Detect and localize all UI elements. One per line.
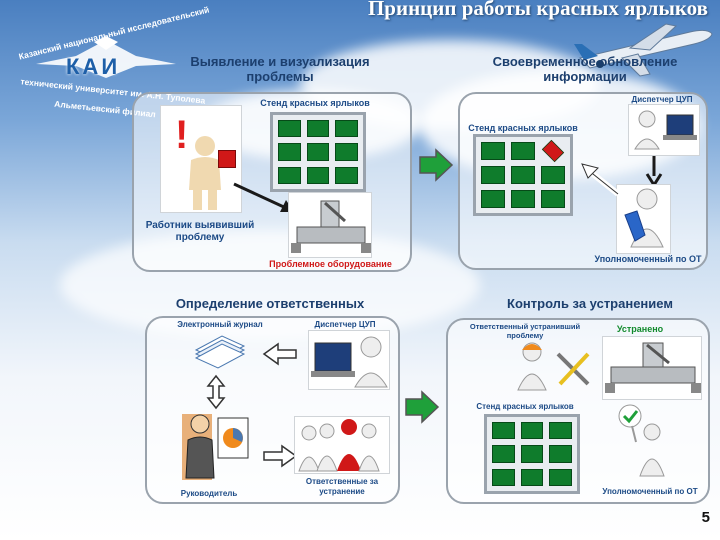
flow-arrow-right-icon <box>419 148 454 182</box>
flow-arrow-right-icon <box>405 390 440 424</box>
panel4-authorized-label: Уполномоченный по ОТ <box>602 487 698 496</box>
board-cell <box>492 445 515 463</box>
laptop-person-icon <box>311 336 388 388</box>
board-cell <box>481 142 505 160</box>
board-cell <box>492 468 515 486</box>
logo-emblem-icon <box>36 36 176 78</box>
presenter-icon <box>182 414 249 480</box>
panel3-dispatcher-label: Диспетчер ЦУП <box>314 320 376 329</box>
board-cell <box>520 468 544 486</box>
manager-label: Руководитель <box>180 489 238 498</box>
panel3-heading: Определение ответственных <box>175 296 365 311</box>
board-cell <box>335 166 358 184</box>
panel2-heading: Своевременное обновление информации <box>492 54 678 84</box>
board-cell-red <box>541 139 565 163</box>
arrow-right-icon <box>263 444 298 468</box>
board-cell <box>481 190 505 208</box>
svg-text:!: ! <box>175 113 188 157</box>
authorized-figure <box>616 184 671 254</box>
arrow-down-icon <box>645 156 663 188</box>
manager-figure <box>178 410 252 485</box>
fixer-label: Ответственный устранивший проблему <box>469 322 581 340</box>
laptop-person-icon <box>634 110 697 150</box>
worker-with-tools-icon <box>517 342 590 391</box>
board-cell <box>520 422 544 440</box>
arrow-left-icon <box>262 342 297 366</box>
red-tag-board <box>473 134 573 216</box>
red-tag-board <box>270 112 366 192</box>
board-cell <box>306 143 330 161</box>
board-cell <box>306 120 330 138</box>
board-cell <box>335 120 358 138</box>
phone-person-icon <box>624 188 664 248</box>
board-cell <box>541 190 565 208</box>
board-cell <box>278 143 301 161</box>
board-cell <box>492 422 515 440</box>
arrow-updown-icon <box>206 374 226 410</box>
board-cell <box>520 445 544 463</box>
red-tag <box>218 150 236 168</box>
machine-icon <box>291 200 371 253</box>
panel2-authorized-label: Уполномоченный по ОТ <box>594 254 702 264</box>
fixed-equipment <box>602 336 702 400</box>
panel2-dispatcher-label: Диспетчер ЦУП <box>631 95 693 104</box>
board-cell <box>549 445 572 463</box>
responsible-team <box>294 416 390 474</box>
board-cell <box>549 422 572 440</box>
university-logo: КАИ Казанский национальный исследователь… <box>6 4 211 119</box>
panel2-board-label: Стенд красных ярлыков <box>468 123 578 133</box>
equipment-label: Проблемное оборудование <box>269 259 392 269</box>
problem-equipment <box>288 192 372 258</box>
airplane-icon <box>574 23 713 77</box>
red-tag-board <box>484 414 580 494</box>
page-number: 5 <box>701 509 710 526</box>
team-icon <box>298 419 380 472</box>
board-cell <box>481 166 505 184</box>
documents-icon <box>194 335 246 369</box>
board-cell <box>549 468 572 486</box>
panel1-board-label: Стенд красных ярлыков <box>260 98 370 108</box>
slide-title: Принцип работы красных ярлыков <box>367 0 708 20</box>
board-cell <box>278 120 301 138</box>
fixed-label: Устранено <box>616 324 664 334</box>
board-cell <box>278 166 301 184</box>
arrow-up-left-icon <box>581 163 620 197</box>
responsible-label: Ответственные за устранение <box>305 477 379 496</box>
panel4-board-label: Стенд красных ярлыков <box>476 402 574 411</box>
board-cell <box>541 166 565 184</box>
dispatcher-figure <box>628 104 700 156</box>
checkmark-person-icon <box>618 404 665 477</box>
machine-icon <box>605 342 701 393</box>
journal-label: Электронный журнал <box>177 320 263 329</box>
panel1-heading: Выявление и визуализация проблемы <box>190 54 370 84</box>
worker-label: Работник выявивший проблему <box>145 220 255 243</box>
board-cell <box>306 166 330 184</box>
panel4-heading: Контроль за устранением <box>507 296 673 311</box>
board-cell <box>511 142 535 160</box>
board-cell <box>335 143 358 161</box>
board-cell <box>511 190 535 208</box>
dispatcher-figure <box>308 330 390 390</box>
board-cell <box>511 166 535 184</box>
logo-abbr: КАИ <box>66 54 121 79</box>
